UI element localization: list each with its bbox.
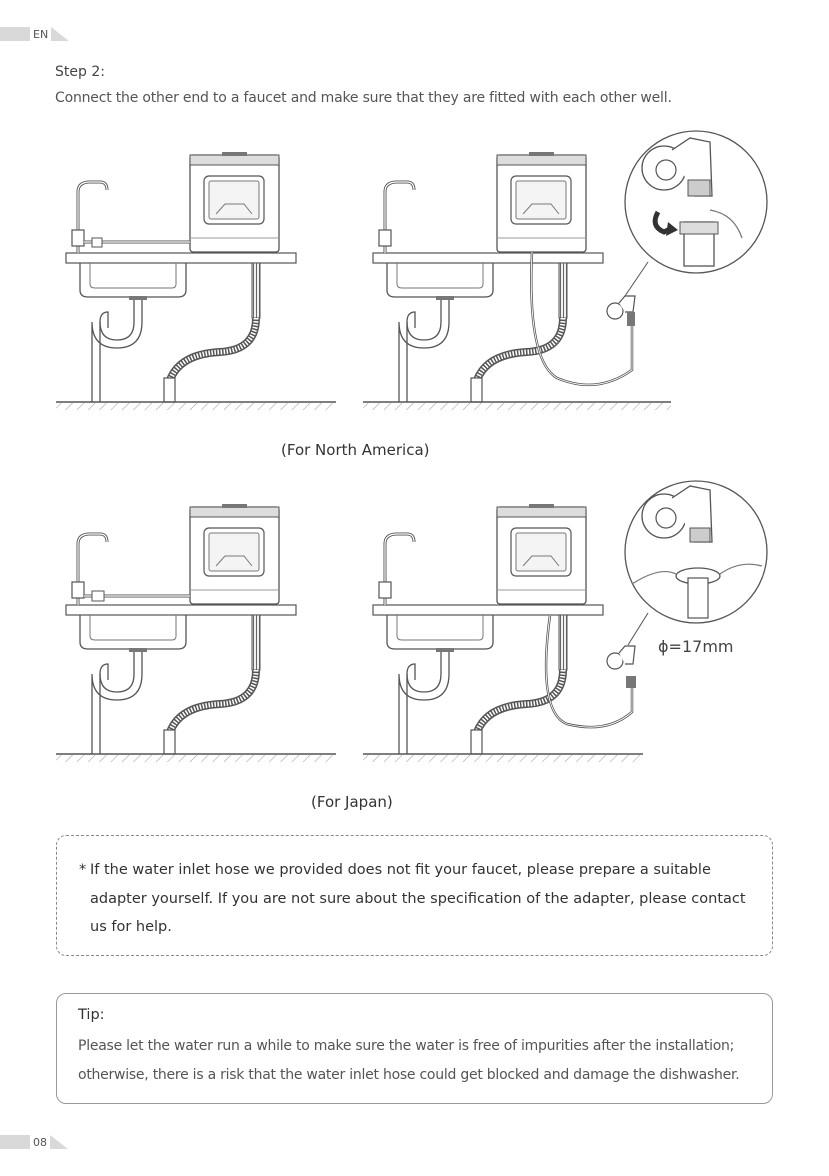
tip-text: Please let the water run a while to make… (78, 1038, 740, 1083)
zoom-detail-north-america (624, 130, 768, 297)
tab-bar (0, 27, 30, 41)
tip-title: Tip: (78, 1007, 105, 1023)
page-number: 08 (30, 1135, 50, 1149)
language-tab: EN (0, 27, 70, 41)
tip-box: Tip: Please let the water run a while to… (56, 993, 773, 1104)
note-asterisk: * (79, 862, 87, 878)
measurement-label: ϕ=17mm (658, 637, 734, 656)
note-box: * If the water inlet hose we provided do… (56, 835, 773, 956)
step-title: Step 2: (55, 64, 105, 80)
caption-japan: (For Japan) (311, 793, 393, 811)
note-paragraph: * If the water inlet hose we provided do… (79, 856, 759, 942)
scene-north-america-before (56, 152, 336, 410)
tab-bar (0, 1135, 30, 1149)
scene-japan-after (363, 504, 643, 762)
note-text: If the water inlet hose we provided does… (90, 862, 746, 935)
page-number-tab: 08 (0, 1135, 68, 1149)
caption-north-america: (For North America) (281, 441, 430, 459)
scene-north-america-after (363, 152, 671, 410)
zoom-detail-japan (624, 480, 768, 646)
tab-triangle (51, 27, 70, 41)
language-label: EN (30, 27, 52, 41)
scene-japan-before (56, 504, 336, 762)
tab-triangle (50, 1135, 68, 1149)
step-description: Connect the other end to a faucet and ma… (55, 90, 672, 106)
